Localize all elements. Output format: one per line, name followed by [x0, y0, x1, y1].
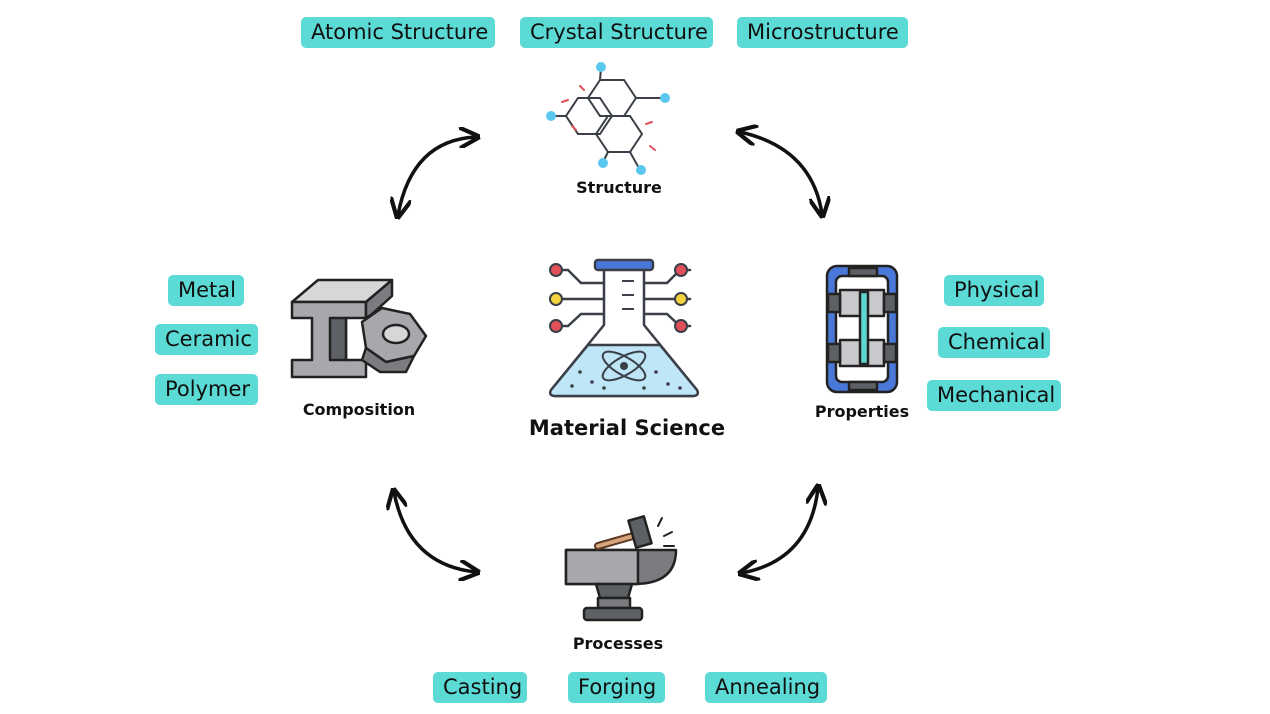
arrow-properties-processes — [742, 488, 818, 573]
structure-label: Structure — [576, 178, 662, 197]
arrow-structure-composition — [398, 137, 476, 215]
tag-metal: Metal — [168, 275, 244, 306]
processes-label: Processes — [572, 634, 664, 653]
tag-ceramic: Ceramic — [155, 324, 258, 355]
tag-annealing: Annealing — [705, 672, 827, 703]
composition-label: Composition — [302, 400, 416, 419]
tag-crystal-structure: Crystal Structure — [520, 17, 713, 48]
center-label: Material Science — [528, 416, 726, 440]
arrow-structure-properties — [740, 132, 822, 214]
tag-polymer: Polymer — [155, 374, 258, 405]
tag-mechanical: Mechanical — [927, 380, 1061, 411]
tag-casting: Casting — [433, 672, 527, 703]
tag-forging: Forging — [568, 672, 665, 703]
properties-label: Properties — [814, 402, 910, 421]
arrow-composition-processes — [394, 492, 476, 572]
tag-physical: Physical — [944, 275, 1044, 306]
nut-icon — [360, 306, 428, 374]
tag-chemical: Chemical — [938, 327, 1050, 358]
tag-microstructure: Microstructure — [737, 17, 908, 48]
tag-atomic-structure: Atomic Structure — [301, 17, 495, 48]
